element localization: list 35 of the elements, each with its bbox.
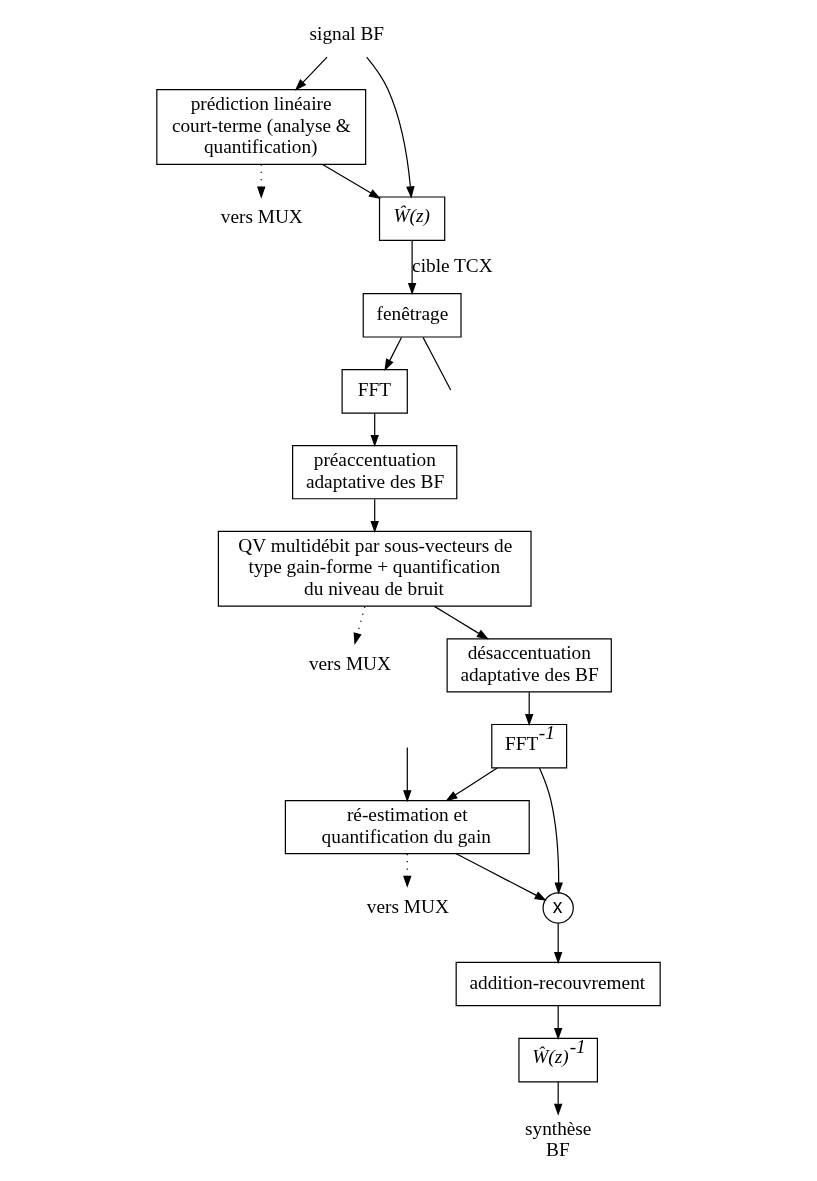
arrow [455,853,547,901]
arrow [538,767,563,895]
arrow [403,746,412,803]
node-circle: x [542,892,574,924]
arrow [353,606,366,645]
arrow [433,605,489,640]
node-box: ré-estimation et quantification du gain [284,799,530,855]
node-box: addition-recouvrement [455,961,661,1007]
arrow [370,498,379,534]
arrow [384,336,403,372]
arrow [553,1005,563,1040]
node-text: signal BF [309,22,385,44]
node-box: préaccentuation adaptative des BF [292,445,458,500]
node-box: QV multidébit par sous-vecteurs de type gain-forme + quantification du niveau de bruit [217,530,532,607]
connector [422,336,452,391]
node-box: FFT [341,369,408,414]
node-box: fenêtrage [362,292,462,338]
arrow [445,767,498,802]
arrow [553,922,563,965]
arrow [407,240,417,296]
arrow [294,56,328,91]
node-box: Ŵ(z) [378,196,446,242]
node-box: prédiction linéaire court-terme (analyse & quantification) [156,88,367,165]
node-text: synthèse BF [524,1117,592,1161]
arrow [370,412,379,448]
arrow [524,691,534,727]
arrow [322,163,381,200]
node-text: vers MUX [220,206,303,228]
node-text: vers MUX [308,652,391,674]
arrow [553,1081,563,1116]
arrow [257,163,266,199]
arrow [366,56,415,199]
node-text: vers MUX [366,895,449,917]
node-box: désaccentuation adaptative des BF [446,638,612,693]
arrow [403,853,412,888]
